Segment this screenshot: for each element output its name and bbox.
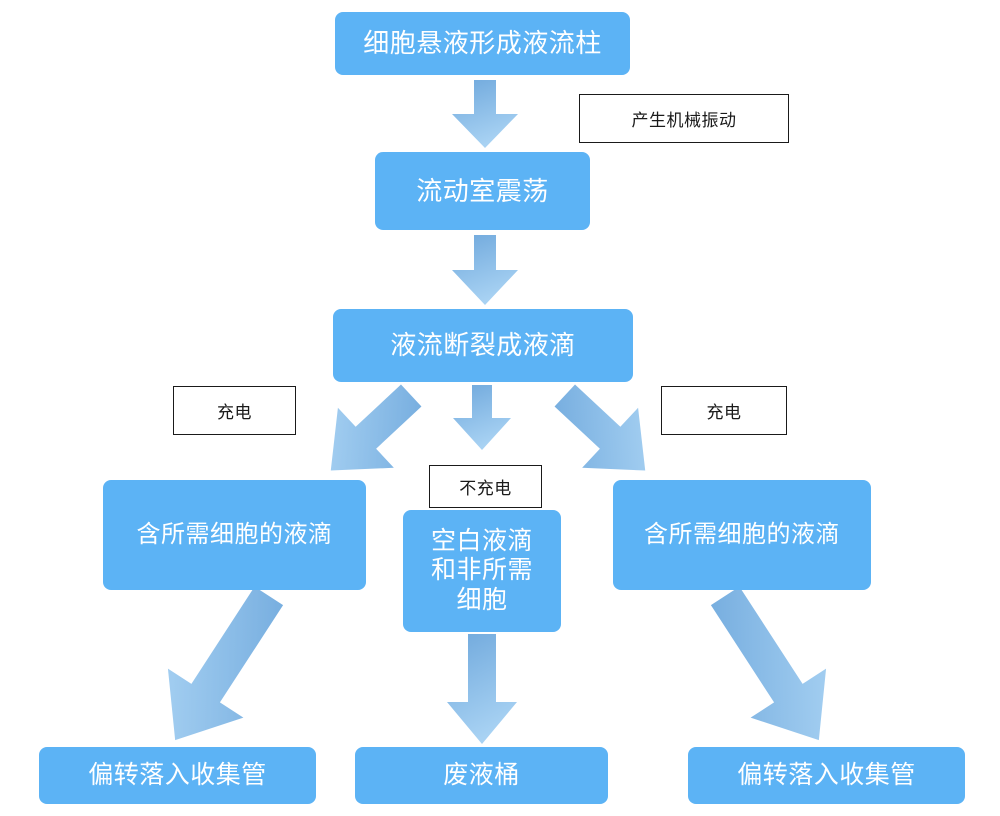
node-stream-breaks-into-droplets[interactable]: 液流断裂成液滴 (333, 309, 633, 382)
arrow-chamber-to-droplets (452, 235, 518, 305)
label-charge-left[interactable]: 充电 (173, 386, 296, 435)
arrow-droplets-to-right-charged (550, 382, 660, 484)
node-droplet-with-target-cells-left[interactable]: 含所需细胞的液滴 (103, 480, 366, 590)
node-cell-suspension-stream[interactable]: 细胞悬液形成液流柱 (335, 12, 630, 75)
arrow-droplets-to-left-charged (316, 382, 426, 484)
node-deflect-into-collection-tube-right[interactable]: 偏转落入收集管 (688, 747, 965, 804)
label-no-charge[interactable]: 不充电 (429, 465, 542, 508)
node-droplet-with-target-cells-right[interactable]: 含所需细胞的液滴 (613, 480, 871, 590)
arrow-droplets-to-uncharged (453, 385, 511, 450)
label-mechanical-vibration[interactable]: 产生机械振动 (579, 94, 789, 143)
node-flow-chamber-oscillation[interactable]: 流动室震荡 (375, 152, 590, 230)
label-charge-right[interactable]: 充电 (661, 386, 787, 435)
node-deflect-into-collection-tube-left[interactable]: 偏转落入收集管 (39, 747, 316, 804)
node-blank-and-unwanted-cells[interactable]: 空白液滴 和非所需 细胞 (403, 510, 561, 632)
arrow-right-to-collection-tube (700, 586, 845, 748)
node-waste-container[interactable]: 废液桶 (355, 747, 608, 804)
arrow-blank-to-waste (447, 634, 517, 744)
arrow-suspension-to-chamber (452, 80, 518, 148)
arrow-left-to-collection-tube (150, 586, 295, 748)
